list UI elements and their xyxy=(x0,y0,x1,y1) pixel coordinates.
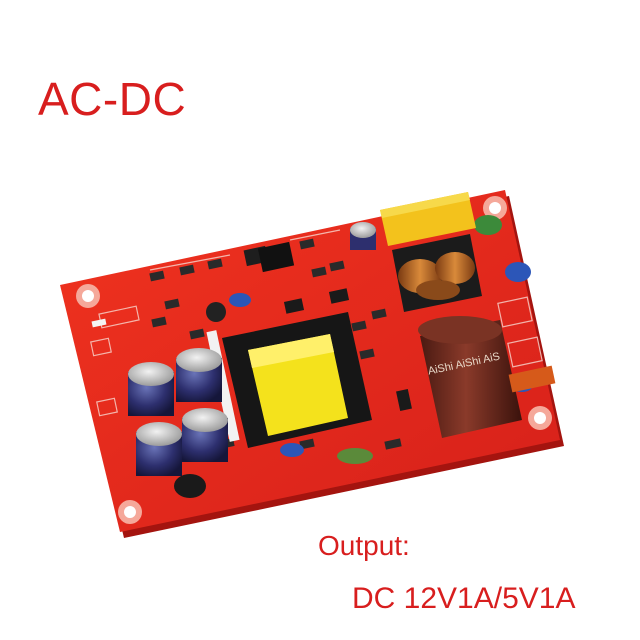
output-electrolytic-capacitors xyxy=(128,348,228,476)
small-electrolytic-capacitor xyxy=(350,222,376,250)
heading-text: AC-DC xyxy=(38,73,187,125)
silkscreen-lines xyxy=(90,229,543,417)
output-spec: DC 12V1A/5V1A xyxy=(352,582,576,615)
green-diode xyxy=(337,448,373,464)
common-mode-choke xyxy=(392,234,482,312)
ferrite-bead xyxy=(206,302,226,322)
green-y-capacitor xyxy=(474,215,502,235)
smd-components xyxy=(91,238,412,450)
bulk-capacitor: AiShi AiShi AiS xyxy=(418,316,522,438)
fuse xyxy=(508,365,556,393)
mounting-holes xyxy=(76,196,552,524)
output-label: Output: xyxy=(318,530,410,561)
output-inductor xyxy=(174,474,206,498)
transformer xyxy=(206,312,372,448)
yellow-x-capacitor xyxy=(380,192,476,246)
